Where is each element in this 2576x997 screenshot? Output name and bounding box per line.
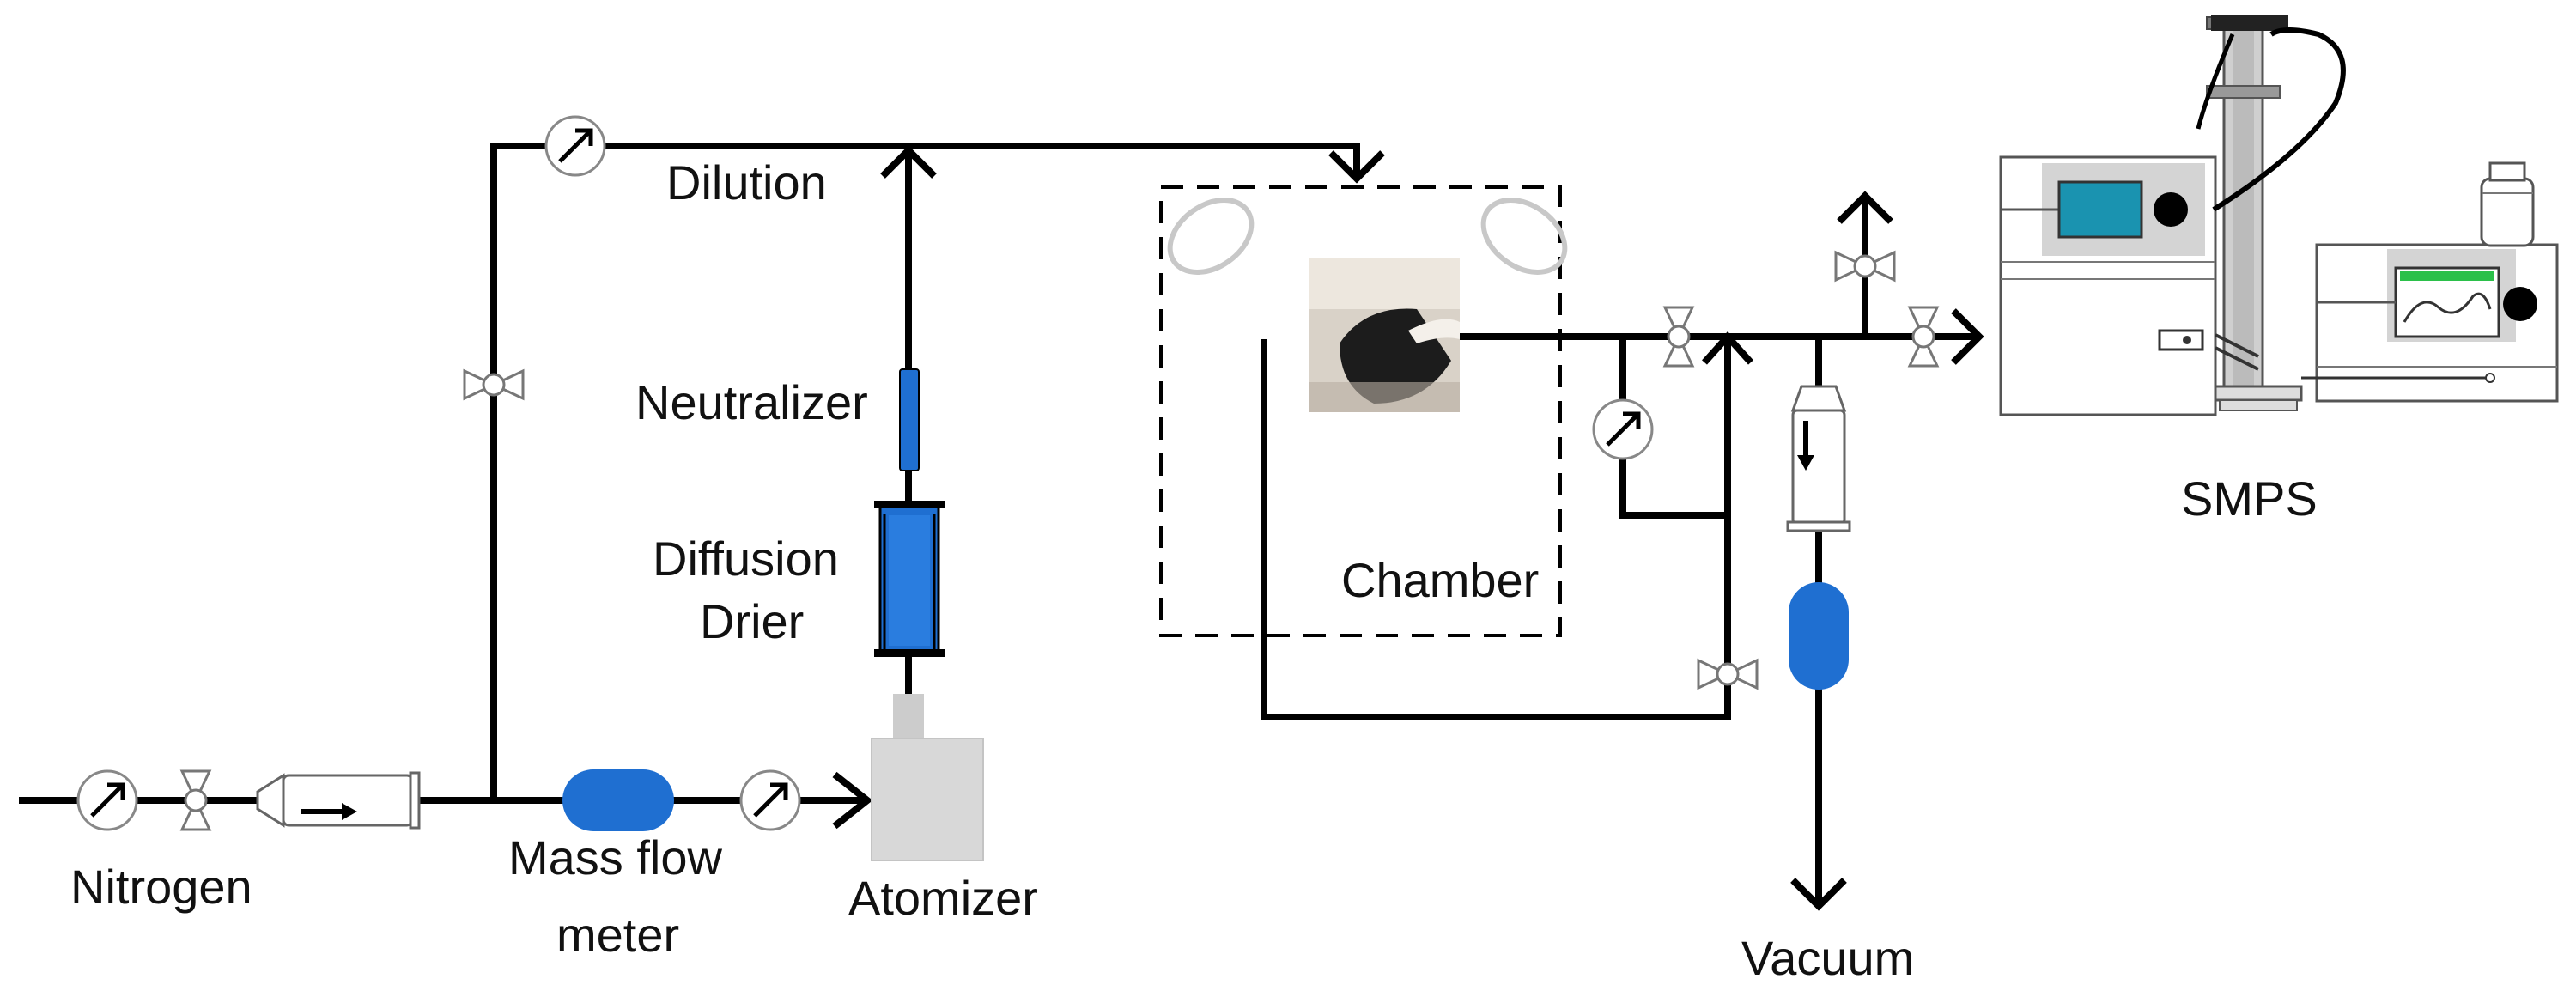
- diffusion-drier: [874, 501, 945, 657]
- vacuum-arrow: [1790, 878, 1847, 911]
- vacuum-filter-icon: [1786, 385, 1851, 532]
- label-mass-flow-line1: Mass flow: [508, 830, 722, 885]
- label-chamber: Chamber: [1341, 553, 1539, 607]
- return-valve-icon: [1697, 659, 1759, 690]
- atomizer-pressure-gauge-icon: [741, 771, 799, 830]
- chamber: [1159, 185, 1568, 637]
- mask-sample-image: [1309, 258, 1460, 412]
- label-neutralizer: Neutralizer: [635, 375, 868, 429]
- exhaust-valve-icon: [1834, 251, 1896, 282]
- gauge-loop: [1619, 337, 1728, 519]
- mass-flow-meter: [562, 769, 674, 831]
- dilution-line: [490, 143, 1360, 800]
- nitrogen-pressure-gauge-icon: [78, 771, 137, 830]
- nitrogen-valve-icon: [180, 769, 211, 831]
- dilution-valve-icon: [463, 369, 525, 400]
- label-dilution: Dilution: [666, 155, 827, 210]
- label-atomizer: Atomizer: [848, 871, 1038, 925]
- smps-arrow: [1951, 308, 1984, 365]
- label-diffusion-line1: Diffusion: [653, 532, 839, 586]
- label-mass-flow-line2: meter: [556, 908, 679, 962]
- dilution-pressure-gauge-icon: [546, 117, 605, 175]
- chamber-inlet-arrow: [1328, 150, 1385, 184]
- neutralizer: [899, 368, 920, 471]
- chamber-enclosure: [1159, 185, 1562, 637]
- exhaust-arrow: [1837, 191, 1893, 224]
- vacuum-pump: [1789, 582, 1849, 690]
- label-smps: SMPS: [2181, 471, 2318, 526]
- glove-port-right: [1480, 198, 1568, 275]
- atomizer-inlet-arrow: [832, 771, 873, 830]
- return-line: [1261, 337, 1731, 720]
- label-vacuum: Vacuum: [1741, 931, 1914, 985]
- label-diffusion-line2: Drier: [700, 594, 804, 648]
- smps-instrument: [1999, 15, 2559, 416]
- atomizer: [871, 694, 984, 861]
- flow-filter-icon: [256, 771, 421, 830]
- return-arrow: [1702, 331, 1753, 365]
- glove-port-left: [1167, 198, 1255, 275]
- aerosol-up-arrow: [880, 145, 937, 179]
- smps-valve-icon: [1908, 306, 1939, 368]
- chamber-outlet-valve-icon: [1663, 306, 1694, 368]
- label-nitrogen: Nitrogen: [70, 860, 252, 914]
- chamber-pressure-gauge-icon: [1594, 400, 1652, 459]
